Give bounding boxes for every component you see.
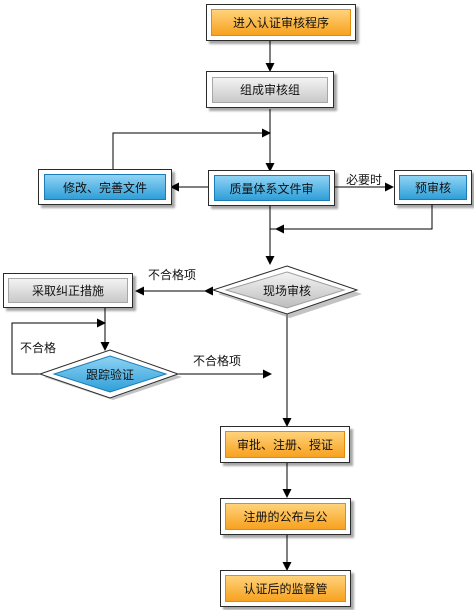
- node-doc-review-label: 质量体系文件审: [213, 175, 330, 201]
- node-pre-review: 预审核: [394, 170, 472, 205]
- node-doc-review: 质量体系文件审: [208, 170, 335, 206]
- connector-prereview-return: [270, 205, 433, 230]
- followup-diamond-fill: [52, 355, 168, 393]
- node-corrective-label: 采取纠正措施: [8, 278, 128, 303]
- node-form-team-label: 组成审核组: [212, 76, 328, 103]
- node-supervise: 认证后的监督管: [220, 570, 351, 607]
- node-corrective: 采取纠正措施: [3, 273, 133, 308]
- label-nonconform-followup: 不合格项: [193, 354, 242, 368]
- node-pre-review-label: 预审核: [399, 175, 467, 200]
- node-modify: 修改、完善文件: [38, 169, 172, 205]
- node-form-team: 组成审核组: [206, 71, 334, 108]
- connector-followup-loop: [11, 318, 106, 375]
- node-onsite-label: 现场审核: [262, 283, 311, 298]
- node-modify-label: 修改、完善文件: [44, 174, 166, 200]
- node-approve-label: 审批、注册、授证: [225, 431, 345, 458]
- label-nonconform-onsite: 不合格项: [148, 268, 197, 282]
- node-followup-label: 跟踪验证: [85, 367, 134, 382]
- connector-modify-to-merge: [112, 128, 271, 170]
- label-nonconform-loop: 不合格: [20, 341, 57, 355]
- node-publish: 注册的公布与公: [220, 498, 351, 535]
- node-approve: 审批、注册、授证: [220, 426, 350, 463]
- label-when-needed: 必要时: [346, 173, 383, 187]
- node-enter-review-label: 进入认证审核程序: [211, 9, 351, 36]
- node-supervise-label: 认证后的监督管: [225, 575, 346, 602]
- onsite-diamond-fill: [224, 271, 346, 309]
- node-enter-review: 进入认证审核程序: [206, 4, 356, 41]
- node-publish-label: 注册的公布与公: [225, 503, 346, 530]
